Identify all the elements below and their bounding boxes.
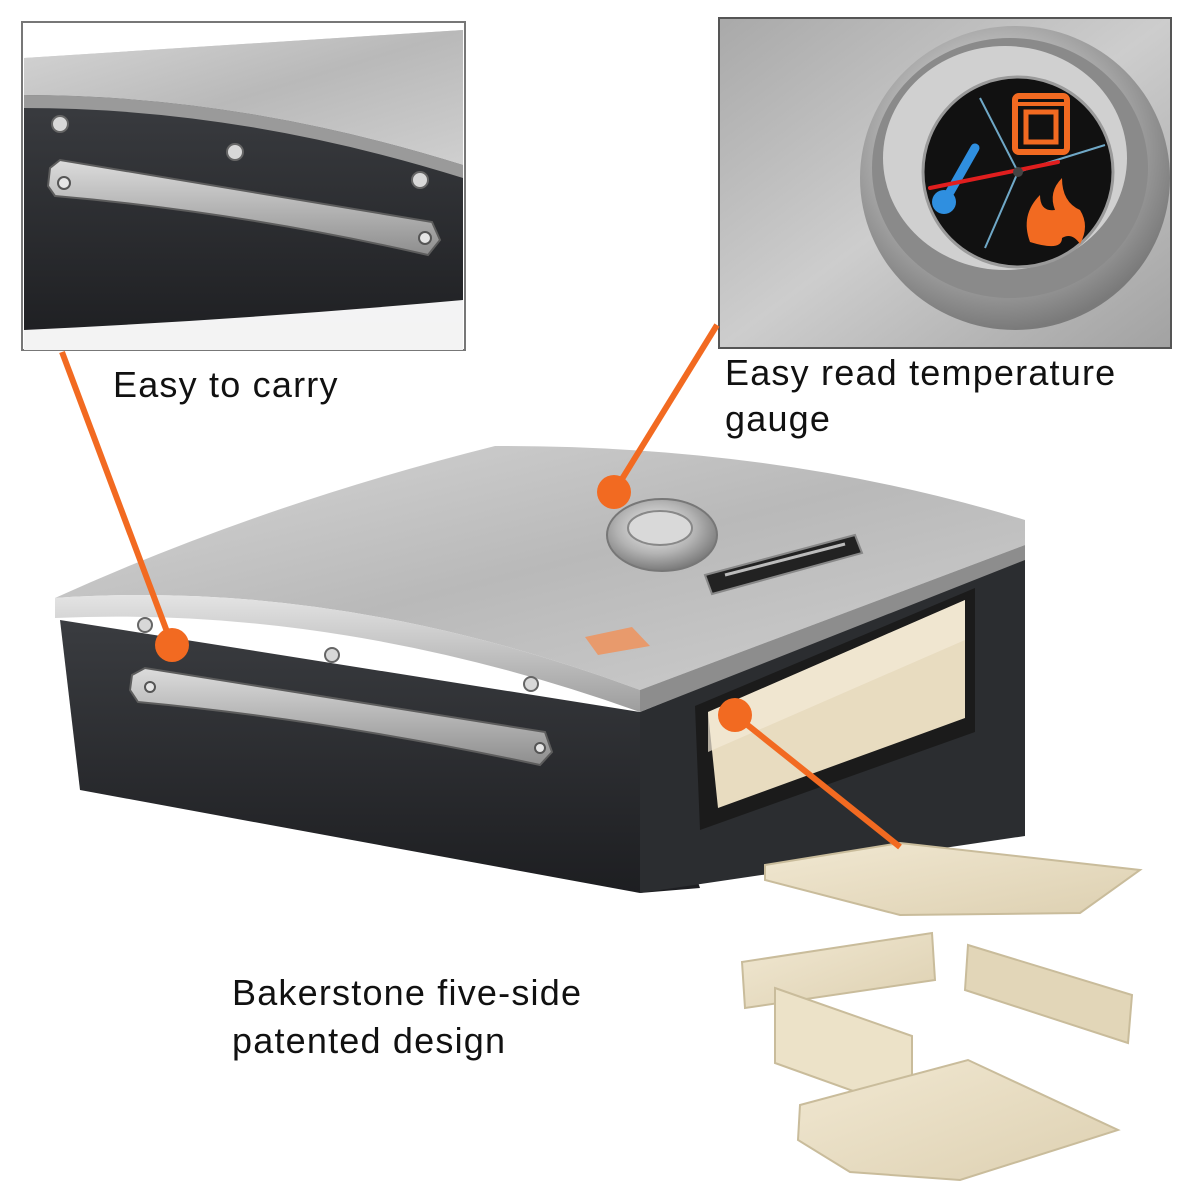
lid-bolt bbox=[137, 617, 539, 692]
handle-closeup-inset bbox=[21, 21, 466, 351]
callout-dot bbox=[155, 628, 189, 662]
oven-icon bbox=[1012, 93, 1070, 155]
caption-easy-to-carry: Easy to carry bbox=[113, 364, 339, 405]
pizza-oven-box bbox=[55, 445, 1025, 893]
callout-stone bbox=[718, 698, 902, 850]
carry-handle bbox=[46, 158, 442, 257]
gauge-closeup-inset bbox=[718, 17, 1172, 349]
callout-dot bbox=[597, 475, 631, 509]
carry-handle bbox=[128, 666, 554, 767]
stone-panels-exploded bbox=[740, 841, 1143, 1182]
flame-icon bbox=[1026, 178, 1085, 247]
caption-stone-design-line2: patented design bbox=[232, 1020, 507, 1061]
lid-bolt bbox=[51, 115, 429, 189]
gauge-needle bbox=[928, 160, 1060, 190]
callout-gauge bbox=[597, 323, 720, 509]
callout-dot bbox=[718, 698, 752, 732]
caption-temperature-gauge-line1: Easy read temperature bbox=[725, 352, 1117, 393]
callout-carry bbox=[59, 350, 189, 662]
temperature-gauge bbox=[606, 498, 718, 572]
caption-temperature-gauge-line2: gauge bbox=[725, 398, 832, 439]
caption-stone-design-line1: Bakerstone five-side bbox=[232, 972, 583, 1013]
warning-triangle-icon bbox=[585, 627, 650, 655]
brand-logo bbox=[703, 533, 864, 596]
